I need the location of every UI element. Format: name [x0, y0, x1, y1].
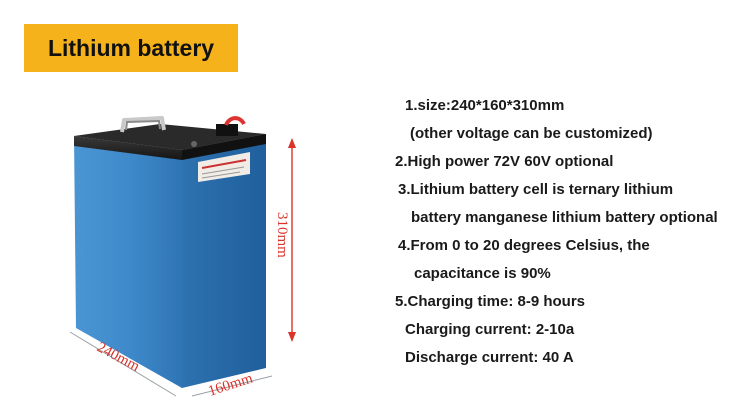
spec-voltage-note: (other voltage can be customized)	[410, 125, 653, 142]
title-badge: Lithium battery	[24, 24, 238, 72]
spec-power: 2.High power 72V 60V optional	[395, 153, 614, 170]
spec-size: 1.size:240*160*310mm	[405, 97, 565, 114]
battery-illustration: 310mm 240mm 160mm	[69, 116, 296, 400]
spec-discharge-current: Discharge current: 40 A	[405, 349, 574, 366]
spec-charging-current: Charging current: 2-10a	[405, 321, 575, 338]
spec-cell-type: 3.Lithium battery cell is ternary lithiu…	[398, 181, 674, 198]
battery-handle	[120, 116, 166, 133]
length-dimension-line	[69, 331, 177, 397]
height-dimension-label: 310mm	[274, 212, 290, 258]
spec-charging-time: 5.Charging time: 8-9 hours	[395, 293, 586, 310]
spec-temperature: 4.From 0 to 20 degrees Celsius, the	[398, 237, 650, 254]
title-text: Lithium battery	[47, 34, 215, 61]
battery-lid-rim-right	[182, 134, 266, 160]
warning-label	[198, 152, 250, 182]
power-cable-icon	[224, 116, 246, 126]
battery-lid-rim-left	[74, 136, 182, 160]
battery-product-image: 310mm 240mm 160mm	[40, 100, 350, 400]
battery-front-face	[182, 134, 266, 388]
terminal-connector	[216, 124, 238, 136]
spec-capacitance: capacitance is 90%	[414, 265, 551, 282]
width-dimension-line	[191, 375, 273, 397]
battery-side-face	[74, 136, 182, 388]
spec-cell-type-cont: battery manganese lithium battery option…	[411, 209, 718, 226]
